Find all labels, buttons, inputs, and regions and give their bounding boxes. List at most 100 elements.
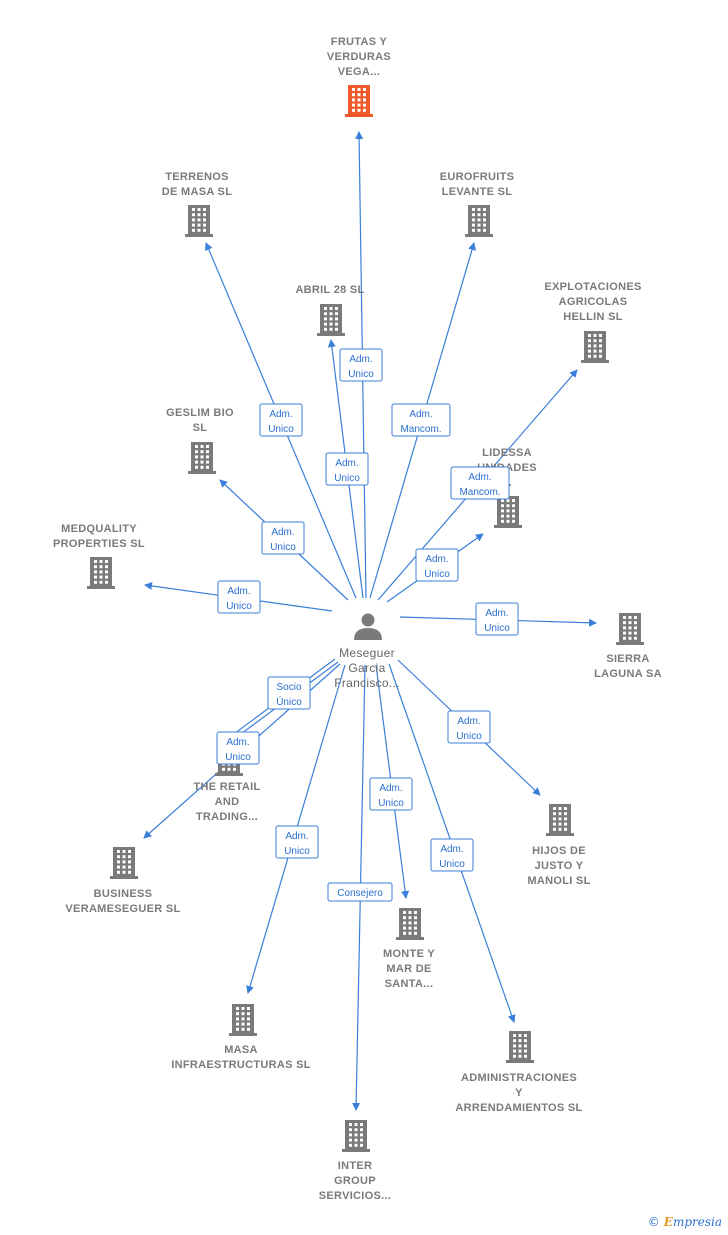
center-person-name: Meseguer [339, 646, 395, 660]
building-icon[interactable] [185, 205, 213, 237]
building-icon[interactable] [465, 205, 493, 237]
edge-label-text: Adm. [440, 844, 463, 855]
copyright-symbol: © [647, 1215, 660, 1229]
building-icon[interactable] [494, 496, 522, 528]
edge-label-text: Unico [334, 473, 360, 484]
edge-label-text: Adm. [379, 783, 402, 794]
edge-label-text: Unico [424, 569, 450, 580]
edge-label-text: Adm. [425, 554, 448, 565]
edge-label-inter[interactable]: Consejero [327, 882, 393, 902]
edge-label-administraciones[interactable]: Adm. Unico [430, 838, 474, 872]
node-label-explotaciones: AGRICOLAS [559, 296, 628, 308]
building-icon[interactable] [188, 442, 216, 474]
node-label-hijos: HIJOS DE [532, 845, 586, 857]
node-label-geslim: GESLIM BIO [166, 407, 234, 419]
node-label-inter: GROUP [334, 1175, 376, 1187]
edge-label-text: Unico [226, 601, 252, 612]
edge-label-lidessa[interactable]: Adm. Unico [415, 548, 459, 582]
node-label-frutas: VEGA... [338, 66, 380, 78]
node-label-explotaciones: HELLIN SL [563, 311, 623, 323]
node-label-geslim: SL [193, 422, 208, 434]
edge-label-text: Socio [276, 682, 301, 693]
edge-label-text: Adm. [468, 472, 491, 483]
building-icon[interactable] [396, 908, 424, 940]
node-label-hijos: JUSTO Y [535, 860, 584, 872]
edge-label-terrenos[interactable]: Adm.Unico [259, 403, 303, 437]
node-label-sierra: SIERRA [606, 653, 649, 665]
brand-footer: ©Empresia [648, 1215, 722, 1229]
edge-label-text: Adm. [227, 586, 250, 597]
edge-label-medquality[interactable]: Adm. Unico [217, 580, 261, 614]
building-icon[interactable] [87, 557, 115, 589]
node-label-masa: INFRAESTRUCTURAS SL [171, 1059, 311, 1071]
building-icon[interactable] [581, 331, 609, 363]
nodes-layer: FRUTAS Y VERDURAS VEGA... TERRENOS DE MASA S… [53, 36, 662, 1202]
node-label-retail: AND [215, 796, 240, 808]
building-icon[interactable] [506, 1031, 534, 1063]
center-person-name: Garcia [348, 661, 385, 675]
edge-label-explotaciones[interactable]: Adm. Mancom. [450, 466, 510, 500]
node-label-monte: SANTA... [385, 978, 434, 990]
node-label-terrenos: DE MASA SL [162, 186, 232, 198]
edge-label-text: Adm. [226, 737, 249, 748]
edge-label-eurofruits[interactable]: Adm. Mancom. [391, 403, 451, 437]
node-label-monte: MAR DE [386, 963, 431, 975]
brand-initial: E [663, 1215, 673, 1229]
node-label-abril: ABRIL 28 SL [295, 284, 364, 296]
node-label-retail: THE RETAIL [194, 781, 261, 793]
node-label-retail: TRADING... [196, 811, 258, 823]
building-icon[interactable] [342, 1120, 370, 1152]
building-icon[interactable] [317, 304, 345, 336]
edge-label-text: Único [276, 695, 302, 708]
node-label-explotaciones: EXPLOTACIONES [544, 281, 641, 293]
node-label-eurofruits: LEVANTE SL [442, 186, 513, 198]
edge-label-text: Unico [225, 752, 251, 763]
edge-label-sierra[interactable]: Adm.Unico [475, 602, 519, 636]
node-label-business: BUSINESS [94, 888, 153, 900]
node-label-frutas: FRUTAS Y [331, 36, 388, 48]
edge-label-business[interactable]: Adm. Unico [216, 731, 260, 765]
edge-label-text: Adm. [335, 458, 358, 469]
building-icon[interactable] [229, 1004, 257, 1036]
brand-name: mpresia [672, 1215, 722, 1229]
building-icon[interactable] [345, 85, 373, 117]
node-label-administraciones: ARRENDAMIENTOS SL [455, 1102, 582, 1114]
edge-label-text: Adm. [409, 409, 432, 420]
node-label-medquality: PROPERTIES SL [53, 538, 145, 550]
edge-label-abril[interactable]: Adm. Unico [325, 452, 369, 486]
edge-label-text: Adm. [285, 831, 308, 842]
edge-label-monte[interactable]: Adm. Unico [369, 777, 413, 811]
center-person-name: Francisco... [334, 676, 400, 690]
edge-label-text: Adm. [349, 354, 372, 365]
node-label-sierra: LAGUNA SA [594, 668, 662, 680]
building-icon[interactable] [546, 804, 574, 836]
building-icon[interactable] [616, 613, 644, 645]
edge-label-hijos[interactable]: Adm.Unico [447, 710, 491, 744]
node-label-administraciones: Y [515, 1087, 523, 1099]
node-label-monte: MONTE Y [383, 948, 435, 960]
node-label-masa: MASA [224, 1044, 258, 1056]
node-label-inter: INTER [338, 1160, 373, 1172]
edge-label-text: Unico [268, 424, 294, 435]
building-icon[interactable] [110, 847, 138, 879]
node-label-medquality: MEDQUALITY [61, 523, 137, 535]
edge-label-text: Unico [378, 798, 404, 809]
edge-label-masa[interactable]: Adm.Unico [275, 825, 319, 859]
edge-label-text: Adm. [457, 716, 480, 727]
edge-label-frutas[interactable]: Adm.Unico [339, 348, 383, 382]
person-icon[interactable] [354, 613, 382, 641]
node-label-frutas: VERDURAS [327, 51, 391, 63]
edge-label-text: Unico [270, 542, 296, 553]
edge-label-text: Unico [439, 859, 465, 870]
edge-label-text: Adm. [271, 527, 294, 538]
edge-label-text: Mancom. [400, 424, 441, 435]
edge-label-text: Consejero [337, 888, 383, 899]
node-label-eurofruits: EUROFRUITS [440, 171, 515, 183]
edge-label-geslim[interactable]: Adm. Unico [261, 521, 305, 555]
node-label-terrenos: TERRENOS [165, 171, 229, 183]
edge-label-text: Mancom. [459, 487, 500, 498]
node-label-inter: SERVICIOS... [319, 1190, 391, 1202]
